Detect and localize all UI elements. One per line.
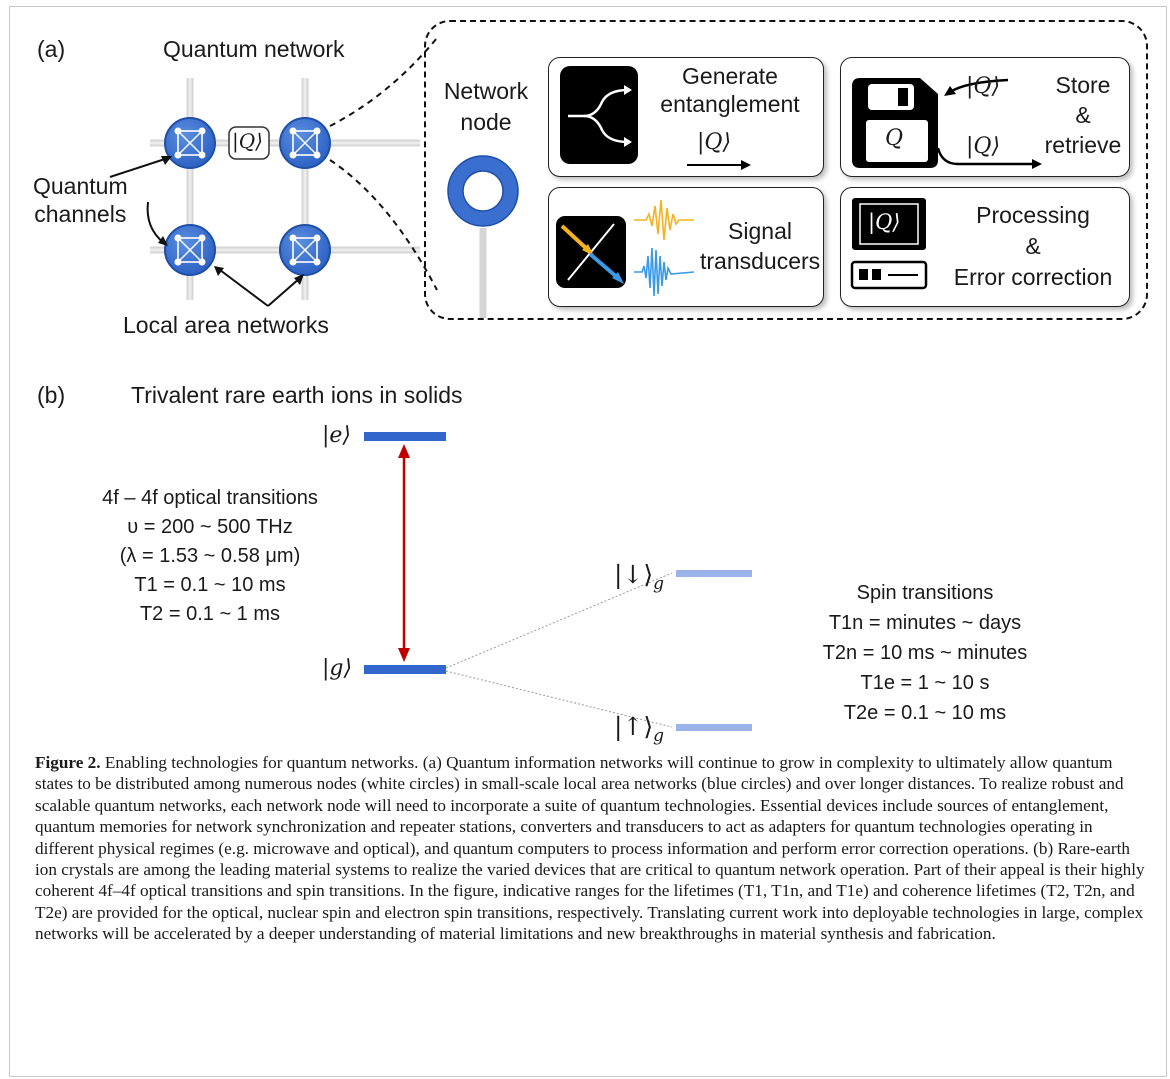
optical-transition-arrow bbox=[398, 444, 410, 662]
zoom-line-top bbox=[329, 37, 438, 127]
split-line-up bbox=[445, 572, 673, 669]
generate-entanglement-label: Generate entanglement bbox=[660, 63, 800, 117]
panel-a-label: (a) bbox=[37, 36, 66, 62]
figure-caption: Figure 2. Enabling technologies for quan… bbox=[35, 752, 1145, 945]
store-retrieve-label: Store & retrieve bbox=[1044, 72, 1122, 158]
processing-label: Processing & Error correction bbox=[953, 202, 1113, 290]
level-e-bar bbox=[364, 432, 446, 441]
level-up-label: |↑⟩g bbox=[614, 712, 665, 746]
node-bottom-right bbox=[279, 224, 331, 276]
signal-transducers-label: Signal transducers bbox=[700, 218, 821, 274]
transducer-icon bbox=[556, 199, 695, 297]
monitor-state-label: |Q⟩ bbox=[868, 210, 901, 234]
optical-transitions-text: 4f – 4f optical transitions υ = 200 ~ 50… bbox=[102, 487, 318, 625]
floppy-label: Q bbox=[885, 126, 904, 151]
network-graphic bbox=[109, 37, 438, 307]
generate-output-arrow bbox=[687, 160, 751, 170]
computer-icon bbox=[850, 198, 928, 290]
node-bottom-left bbox=[164, 224, 216, 276]
level-up-bar bbox=[676, 724, 752, 731]
panel-b-label: (b) bbox=[37, 382, 66, 408]
network-node-icon bbox=[447, 155, 519, 318]
network-title: Quantum network bbox=[163, 36, 345, 62]
caption-heading: Figure 2. bbox=[35, 753, 101, 772]
level-g-bar bbox=[364, 665, 446, 674]
local-area-networks-label: Local area networks bbox=[123, 312, 329, 338]
panel-b-title: Trivalent rare earth ions in solids bbox=[131, 382, 463, 408]
store-state-out: |Q⟩ bbox=[966, 134, 1001, 159]
caption-body: Enabling technologies for quantum networ… bbox=[35, 753, 1145, 944]
channel-state-label: |Q⟩ bbox=[232, 129, 263, 153]
split-line-down bbox=[445, 670, 673, 728]
network-node-label: Network node bbox=[443, 78, 529, 135]
level-down-bar bbox=[676, 570, 752, 577]
generate-state-label: |Q⟩ bbox=[697, 130, 732, 155]
node-top-right bbox=[279, 117, 331, 169]
beam-splitter-icon bbox=[560, 66, 638, 164]
quantum-channels-label: Quantum channels bbox=[33, 173, 128, 227]
node-top-left bbox=[164, 117, 216, 169]
network-node-detail-region bbox=[424, 20, 1148, 320]
energy-level-diagram bbox=[364, 432, 752, 731]
store-state-in: |Q⟩ bbox=[966, 74, 1001, 99]
level-e-label: |e⟩ bbox=[322, 423, 352, 448]
channel-state-box bbox=[228, 126, 270, 160]
floppy-disk-icon bbox=[852, 78, 1042, 169]
spin-transitions-text: Spin transitions T1n = minutes ~ days T2… bbox=[822, 582, 1028, 724]
figure-frame bbox=[9, 6, 1167, 1077]
level-down-label: |↓⟩g bbox=[614, 560, 665, 594]
level-g-label: |g⟩ bbox=[322, 656, 353, 681]
